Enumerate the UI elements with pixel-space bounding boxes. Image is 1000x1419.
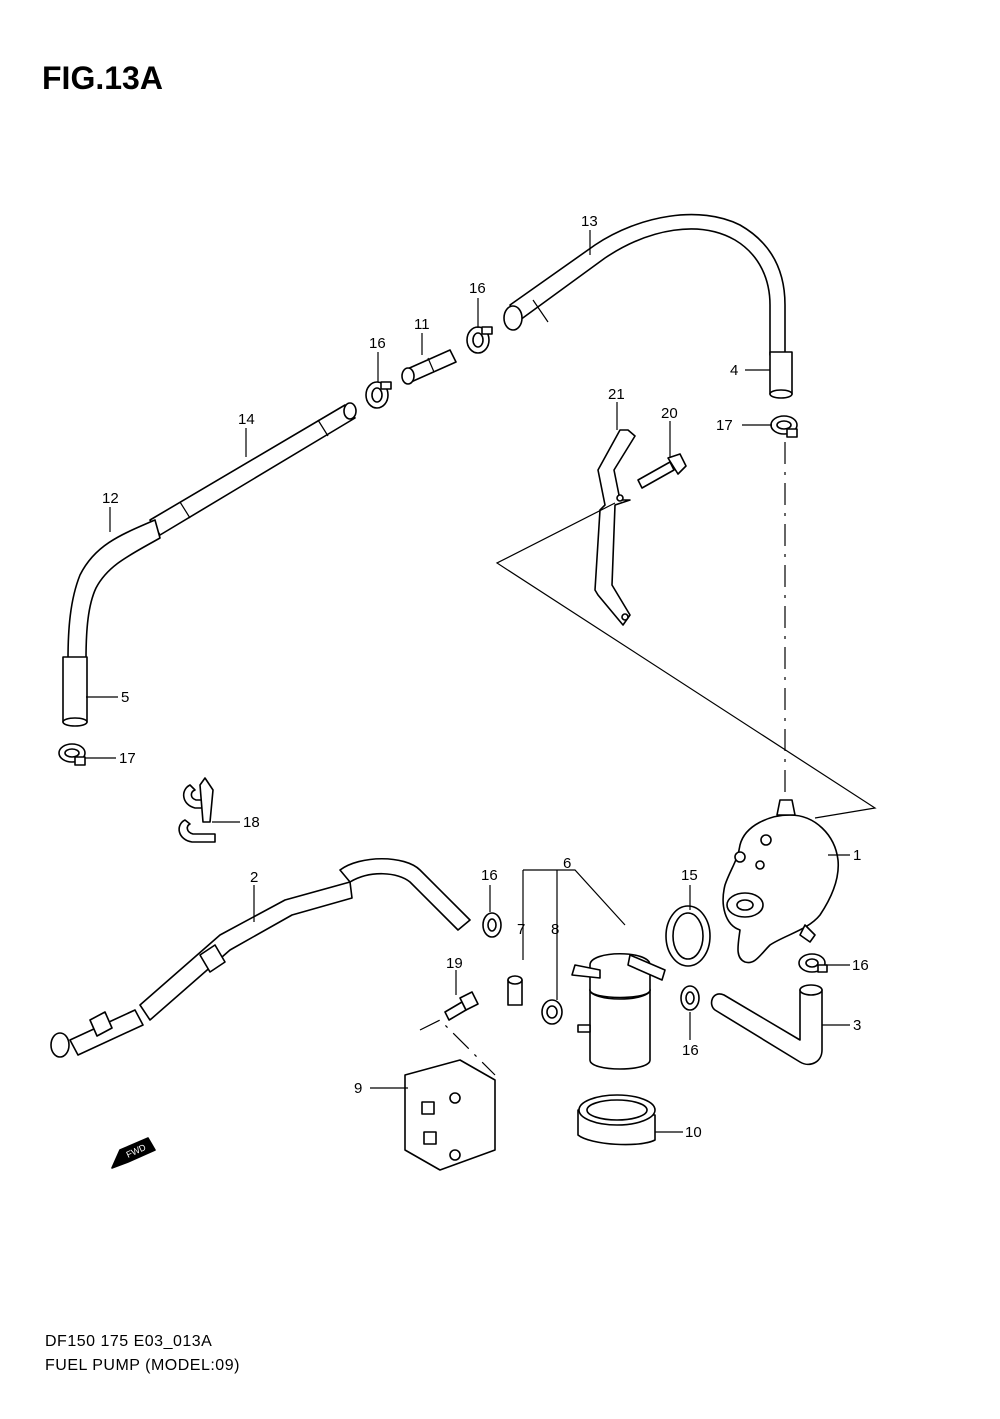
hose-end-4 <box>769 351 793 399</box>
callout-17-b: 17 <box>716 417 733 434</box>
assembly-outline <box>495 502 877 819</box>
callout-9: 9 <box>354 1080 362 1097</box>
fuel-filter-6 <box>571 952 666 1070</box>
bracket-21 <box>594 429 636 626</box>
callout-16-b: 16 <box>369 335 386 352</box>
figure-title: FIG.13A <box>42 60 163 96</box>
callout-5: 5 <box>121 689 129 706</box>
callout-12: 12 <box>102 490 119 507</box>
callout-19: 19 <box>446 955 463 972</box>
callout-7: 7 <box>517 921 525 938</box>
callout-20: 20 <box>661 405 678 422</box>
callout-15: 15 <box>681 867 698 884</box>
hose-3 <box>710 984 823 1066</box>
leader-lines <box>85 230 850 1133</box>
joint-11 <box>401 349 457 385</box>
callout-11: 11 <box>414 316 430 333</box>
bracket-9 <box>404 1059 496 1171</box>
hose-clip-16-top <box>466 326 493 354</box>
bolt-20 <box>637 453 687 489</box>
hose-13 <box>503 213 786 356</box>
clip-17-right <box>770 415 798 438</box>
fwd-arrow: FWD <box>111 1137 156 1169</box>
o-ring-15 <box>665 905 711 967</box>
callout-16-c: 16 <box>481 867 498 884</box>
clip-18 <box>178 777 216 843</box>
hose-2 <box>50 857 471 1058</box>
callout-16-d: 16 <box>852 957 869 974</box>
callout-1: 1 <box>853 847 861 864</box>
footer-model-code: DF150 175 E03_013A <box>45 1333 213 1350</box>
clip-16-lower <box>680 985 700 1011</box>
footer-part-name: FUEL PUMP (MODEL:09) <box>45 1357 240 1374</box>
callout-21: 21 <box>608 386 625 403</box>
callout-3: 3 <box>853 1017 861 1034</box>
clip-8 <box>541 999 563 1025</box>
callout-4: 4 <box>730 362 738 379</box>
callout-16-a: 16 <box>469 280 486 297</box>
clip-16-right <box>798 953 828 973</box>
clip-16-filter <box>482 912 502 938</box>
callout-18: 18 <box>243 814 260 831</box>
hose-clip-16-mid <box>365 381 392 409</box>
callout-8: 8 <box>551 921 559 938</box>
callout-2: 2 <box>250 869 258 886</box>
callout-17-a: 17 <box>119 750 136 767</box>
clip-17-left <box>58 743 86 766</box>
fuel-pump-1 <box>722 799 840 964</box>
callout-16-e: 16 <box>682 1042 699 1059</box>
filter-bracket-lines <box>522 869 626 1000</box>
callout-14: 14 <box>238 411 255 428</box>
bolt-19-dash <box>419 1019 496 1076</box>
hose-end-5 <box>62 656 88 727</box>
sleeve-7 <box>507 975 523 1006</box>
bolt-19 <box>444 991 479 1021</box>
band-10 <box>577 1094 656 1146</box>
callout-10: 10 <box>685 1124 702 1141</box>
hose-12 <box>67 519 161 661</box>
callout-13: 13 <box>581 213 598 230</box>
callout-6: 6 <box>563 855 571 872</box>
